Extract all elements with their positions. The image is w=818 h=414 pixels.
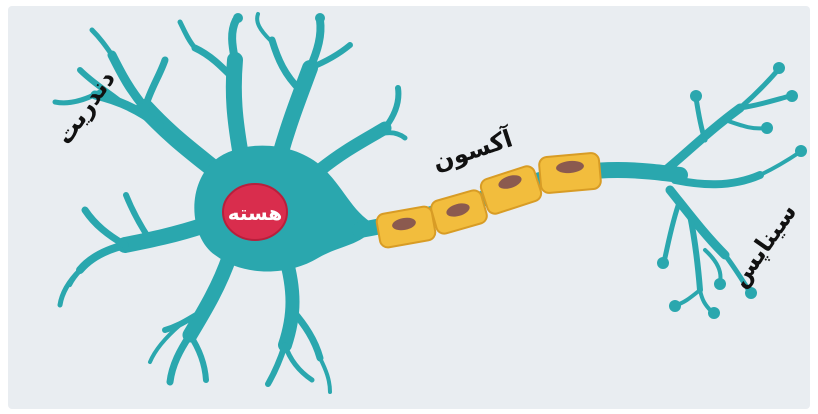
synaptic-knob xyxy=(690,90,702,102)
synaptic-knob xyxy=(786,90,798,102)
synaptic-knob xyxy=(657,257,669,269)
nucleus-label: هسته xyxy=(228,201,283,225)
synaptic-knob xyxy=(795,145,807,157)
synaptic-knob xyxy=(669,300,681,312)
synaptic-knob xyxy=(315,13,325,23)
synaptic-knob xyxy=(708,307,720,319)
synaptic-knob xyxy=(773,62,785,74)
synaptic-knob xyxy=(714,278,726,290)
synaptic-knob xyxy=(761,122,773,134)
synaptic-knob xyxy=(233,13,243,23)
